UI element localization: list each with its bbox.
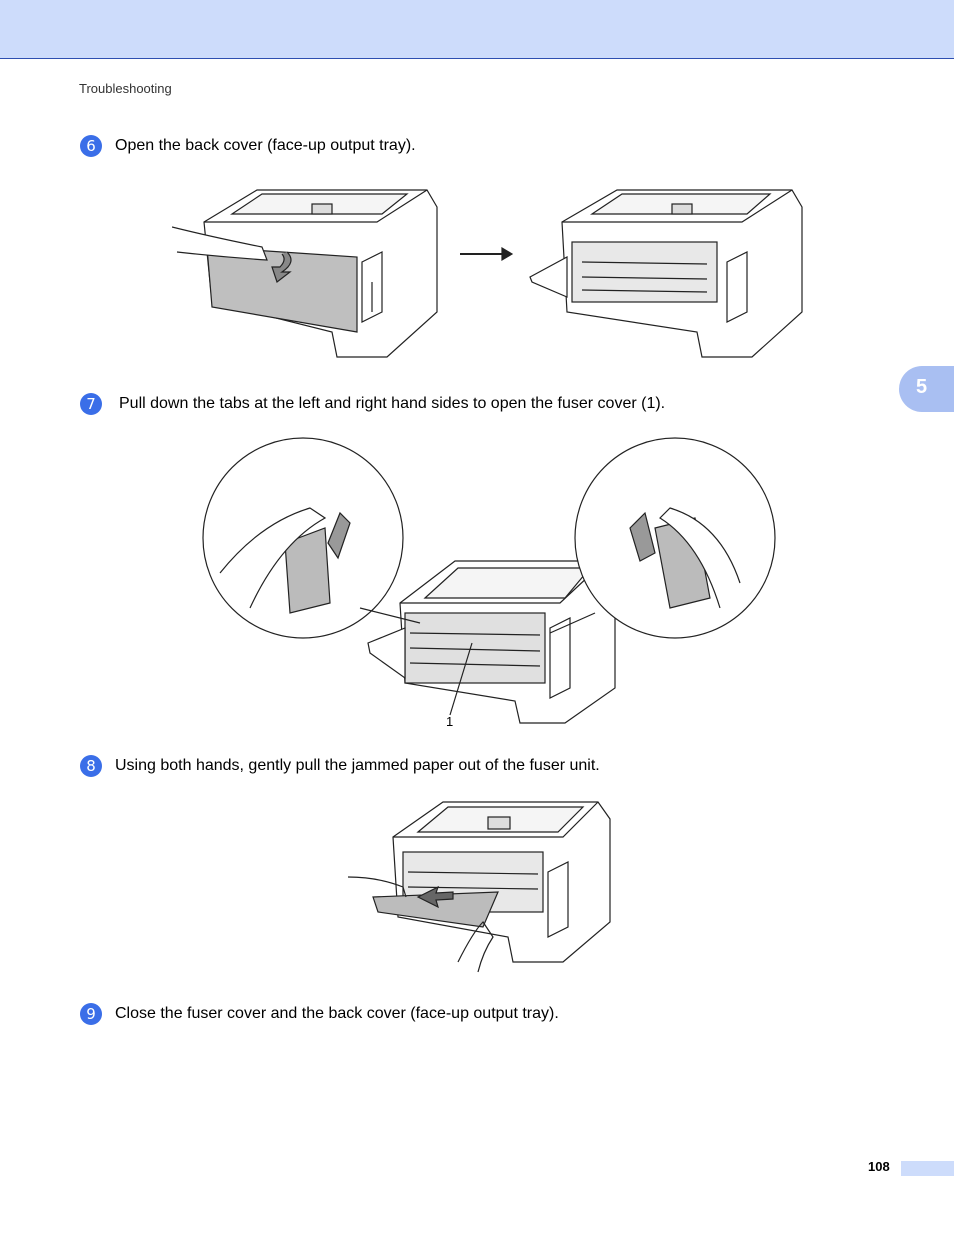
left-hand (348, 876, 407, 898)
left-tab-magnifier (202, 437, 421, 639)
chapter-tab-number: 5 (916, 376, 928, 398)
printer-jam-illustration (392, 801, 611, 963)
page-number: 108 (868, 1159, 890, 1174)
step-text: Close the fuser cover and the back cover… (115, 1005, 559, 1022)
arrow-right-icon (460, 246, 514, 262)
right-hand (457, 921, 494, 973)
step-text: Pull down the tabs at the left and right… (119, 395, 666, 412)
footer-bar (901, 1161, 954, 1176)
step-6: 6 Open the back cover (face-up output tr… (80, 135, 416, 157)
right-tab-magnifier (549, 437, 776, 639)
step-number-badge: 7 (80, 393, 102, 415)
figure-open-back-cover (172, 182, 812, 362)
callout-label: 1 (446, 714, 454, 729)
step-number-badge: 8 (80, 755, 102, 777)
step-text: Open the back cover (face-up output tray… (115, 137, 416, 154)
jammed-paper (372, 885, 499, 928)
step-7: 7 Pull down the tabs at the left and rig… (80, 393, 665, 415)
section-label: Troubleshooting (79, 81, 172, 96)
step-number-badge: 9 (80, 1003, 102, 1025)
printer-closed-illustration (172, 189, 438, 358)
step-text: Using both hands, gently pull the jammed… (115, 757, 600, 774)
figure-pull-jammed-paper (348, 797, 618, 977)
step-8: 8 Using both hands, gently pull the jamm… (80, 755, 600, 777)
step-number-badge: 6 (80, 135, 102, 157)
header-band (0, 0, 954, 59)
chapter-tab[interactable]: 5 (899, 366, 954, 412)
printer-open-illustration (529, 189, 803, 358)
step-9: 9 Close the fuser cover and the back cov… (80, 1003, 559, 1025)
callout-leader-line (449, 642, 473, 716)
printer-fuser-illustration (367, 560, 616, 724)
figure-open-fuser-cover: 1 (200, 433, 780, 733)
